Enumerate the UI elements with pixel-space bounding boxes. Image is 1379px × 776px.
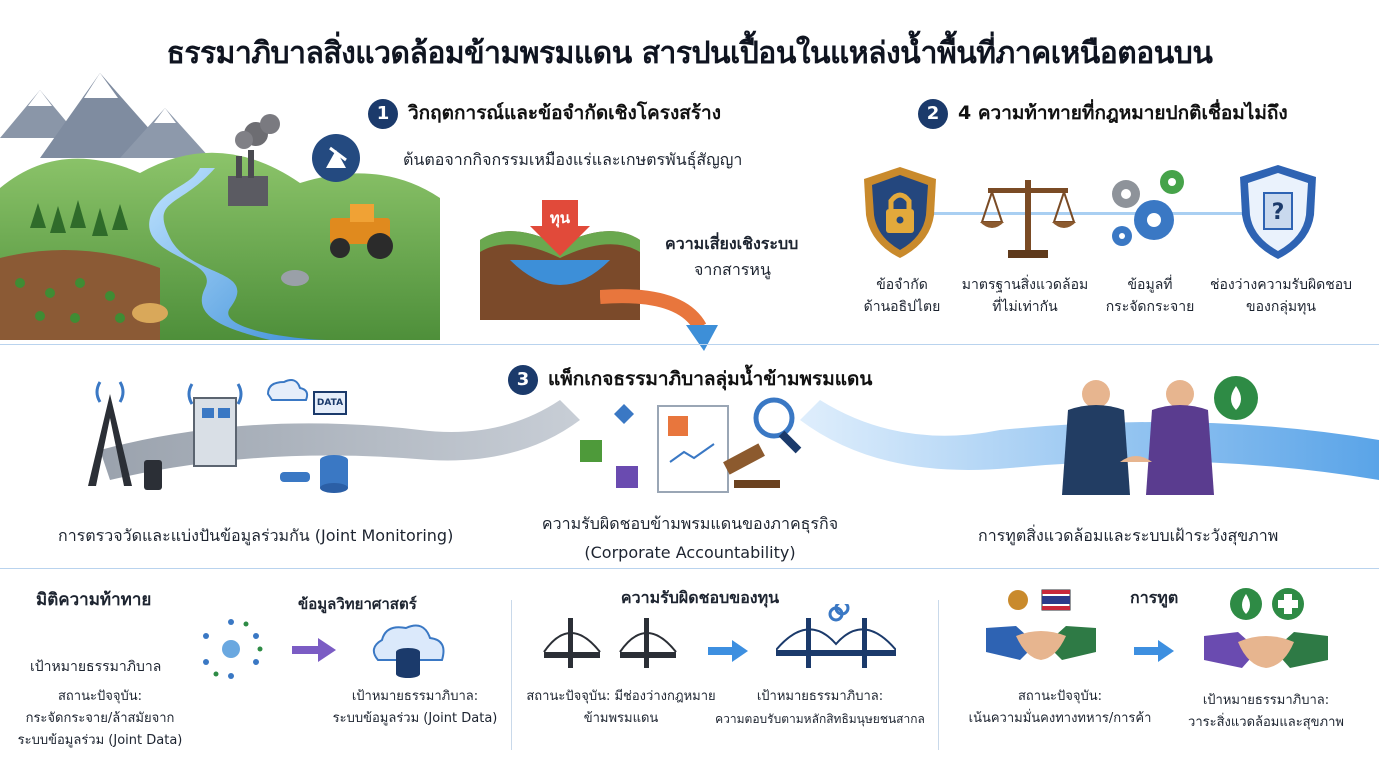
- gears-icon: [1104, 166, 1194, 256]
- scattered-network-icon: [196, 614, 266, 684]
- page-title: ธรรมาภิบาลสิ่งแวดล้อมข้ามพรมแดน สารปนเปื…: [166, 36, 1213, 71]
- section-divider: [0, 344, 1379, 345]
- diplomacy-caption: การทูตสิ่งแวดล้อมและระบบเฝ้าระวังสุขภาพ: [978, 526, 1279, 545]
- arrow-right-blue-icon-2: [1134, 640, 1174, 662]
- arrow-right-blue-icon: [708, 640, 748, 662]
- section3-number: 3: [508, 364, 538, 395]
- section2-connector: [930, 212, 1270, 215]
- arrow-right-purple-icon: [292, 638, 336, 662]
- diplomacy-illustration: [1040, 370, 1270, 495]
- handshake-flags-icon: [986, 586, 1096, 672]
- data-tag: DATA: [316, 398, 344, 408]
- scales-icon: [978, 172, 1078, 262]
- col1-goal: เป้าหมายธรรมาภิบาล: ระบบข้อมูลร่วม (Join…: [332, 689, 498, 726]
- soil-funnel-illustration: ทุน: [470, 190, 650, 330]
- col2-goal: เป้าหมายธรรมาภิบาล: ความตอบรับตามหลักสิท…: [715, 689, 925, 726]
- corporate-accountability-caption: ความรับผิดชอบข้ามพรมแดนของภาคธุรกิจ (Cor…: [541, 514, 839, 562]
- challenge-label-2: มาตรฐานสิ่งแวดล้อมที่ไม่เท่ากัน: [961, 277, 1089, 315]
- connected-bridge-icon: [776, 604, 896, 670]
- challenge-label-3: ข้อมูลที่กระจัดกระจาย: [1105, 277, 1195, 315]
- column-divider-2: [938, 600, 939, 750]
- dimension-title: มิติความท้าทาย: [36, 590, 152, 610]
- gov-goal-label: เป้าหมายธรรมาภิบาล: [30, 659, 162, 675]
- section2-number: 2: [918, 98, 948, 129]
- landscape-illustration: [0, 68, 440, 340]
- section1-subheading: ต้นตอจากกิจกรรมเหมืองแร่และเกษตรพันธุ์สั…: [403, 150, 743, 169]
- accountability-illustration: [574, 392, 824, 502]
- broken-bridges-icon: [540, 612, 680, 670]
- flow-arrow-icon: [600, 285, 730, 355]
- column-divider-1: [511, 600, 512, 750]
- risk-subtitle: จากสารหนู: [694, 260, 771, 279]
- joint-monitoring-caption: การตรวจวัดและแบ่งปันข้อมูลร่วมกัน (Joint…: [58, 526, 454, 545]
- funnel-label: ทุน: [549, 209, 571, 227]
- bottom-divider: [0, 568, 1379, 569]
- col1-title: ข้อมูลวิทยาศาสตร์: [298, 595, 417, 613]
- col3-title: การทูต: [1130, 588, 1179, 607]
- challenge-label-4: ช่องว่างความรับผิดชอบของกลุ่มทุน: [1209, 277, 1353, 315]
- question-shield-icon: ?: [1236, 163, 1320, 261]
- risk-title: ความเสี่ยงเชิงระบบ: [665, 234, 799, 253]
- monitoring-network-illustration: DATA: [74, 374, 374, 494]
- cloud-database-icon: [368, 620, 448, 682]
- col2-title: ความรับผิดชอบของทุน: [620, 588, 780, 607]
- svg-text:?: ?: [1272, 200, 1285, 225]
- col1-current: สถานะปัจจุบัน: กระจัดกระจาย/ล้าสมัยจาก ร…: [17, 689, 183, 748]
- padlock-shield-icon: [860, 165, 940, 260]
- challenge-label-1: ข้อจำกัดด้านอธิปไตย: [863, 277, 941, 315]
- col2-current: สถานะปัจจุบัน: มีช่องว่างกฎหมาย ข้ามพรมแ…: [526, 689, 716, 726]
- col3-goal: เป้าหมายธรรมาภิบาล: วาระสิ่งแวดล้อมและสุ…: [1188, 693, 1344, 730]
- section1-number: 1: [368, 98, 398, 129]
- health-handshake-icon: [1204, 586, 1328, 676]
- col3-current: สถานะปัจจุบัน: เน้นความมั่นคงทางทหาร/การ…: [968, 689, 1152, 726]
